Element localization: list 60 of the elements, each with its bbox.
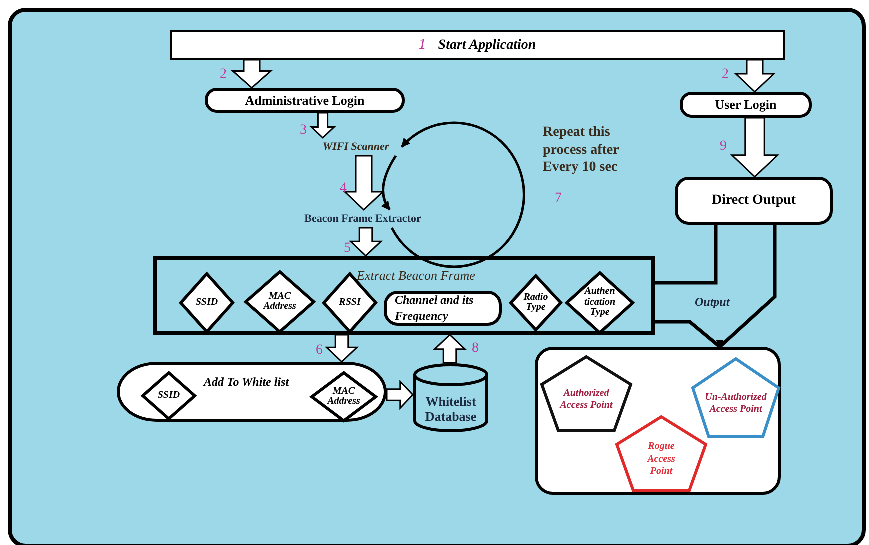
node-label: Administrative Login — [245, 92, 365, 110]
block-arrow — [730, 117, 780, 178]
node-label: MAC Address — [326, 386, 362, 408]
loop-arrow — [382, 155, 398, 211]
node-label: Un-Authorized Access Point — [704, 392, 768, 416]
node-label: SSID — [156, 390, 182, 402]
database-cylinder — [413, 363, 489, 433]
loop-arrow — [390, 122, 526, 268]
step-number: 2 — [722, 66, 729, 84]
step-number: 7 — [555, 190, 562, 208]
decision-diamond — [244, 270, 316, 334]
block-arrow — [343, 155, 385, 212]
node-label: User Login — [715, 96, 777, 114]
node-label: Radio Type — [522, 292, 550, 314]
node-label: Direct Output — [712, 192, 796, 210]
process-box — [170, 30, 785, 60]
note-text: Repeat this process after Every 10 sec — [543, 124, 620, 176]
node-label: WIFI Scanner — [322, 140, 390, 155]
decision-diamond — [310, 371, 378, 423]
node-label: Authen tication Type — [583, 287, 617, 319]
process-box — [675, 177, 833, 225]
result-panel — [535, 347, 781, 495]
block-arrow — [231, 59, 273, 89]
group-title: Add To White list — [204, 375, 290, 389]
pentagon-node — [540, 355, 633, 433]
group-box — [153, 256, 655, 335]
block-arrow — [432, 334, 468, 364]
node-label: Whitelist Database — [424, 394, 478, 425]
edge-label: Output — [695, 294, 730, 311]
node-label: Rogue Access Point — [646, 441, 676, 479]
step-number: 9 — [720, 138, 727, 156]
block-arrow — [386, 380, 414, 410]
block-arrow — [734, 59, 776, 94]
node-label: Beacon Frame Extractor — [304, 212, 422, 227]
decision-diamond — [141, 371, 197, 421]
decision-diamond — [179, 272, 235, 334]
terminal-box — [680, 92, 812, 118]
node-label: SSID — [194, 298, 220, 308]
step-number: 1 — [418, 36, 426, 55]
step-number: 6 — [316, 342, 323, 360]
node-label: MAC Address — [262, 292, 298, 312]
block-arrow — [310, 112, 336, 140]
step-number: 3 — [300, 122, 307, 140]
node-label: Start Application — [438, 36, 536, 54]
step-number: 2 — [220, 66, 227, 84]
decision-diamond — [509, 274, 563, 332]
node-label: Channel and its Frequency — [394, 292, 475, 324]
node-label: Authorized Access Point — [560, 388, 614, 412]
node-label: RSSI — [338, 298, 362, 308]
pentagon-node — [615, 415, 708, 493]
block-arrow — [324, 334, 360, 364]
output-arrow — [655, 320, 724, 348]
pentagon-node — [691, 357, 781, 439]
block-arrow — [348, 227, 384, 258]
process-box — [384, 291, 502, 326]
step-number: 8 — [472, 340, 479, 358]
step-number: 4 — [340, 180, 347, 198]
terminal-box — [205, 88, 405, 113]
step-number: 5 — [344, 240, 351, 258]
group-title: Extract Beacon Frame — [357, 268, 476, 283]
